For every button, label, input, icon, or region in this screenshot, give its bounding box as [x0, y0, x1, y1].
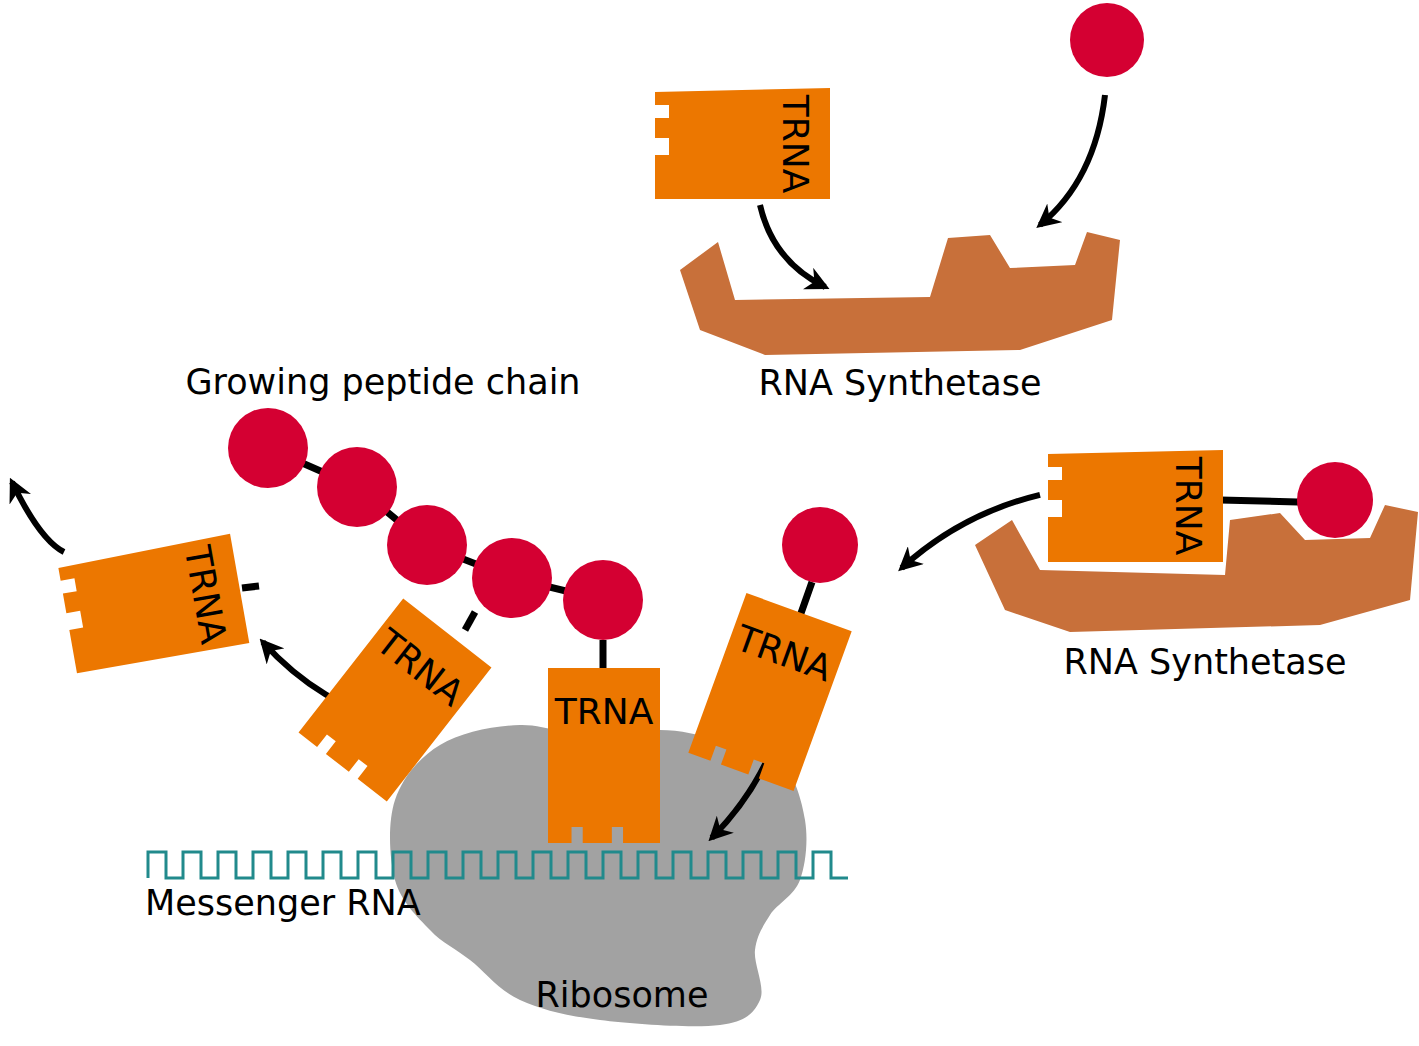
flow-arrow	[760, 205, 825, 287]
trna-shape-fill	[655, 88, 830, 199]
ribosome-blob-fill	[390, 725, 806, 1026]
trna-shape-outline	[688, 593, 851, 791]
amino-acid	[317, 447, 397, 527]
amino-acid	[387, 505, 467, 585]
trna-label: TRNA	[555, 691, 654, 732]
part-label: Messenger RNA	[145, 883, 421, 923]
amino-link	[242, 586, 259, 588]
flow-arrow	[12, 482, 64, 552]
trna-shape: TRNA	[1048, 450, 1223, 562]
node-label: RNA Synthetase	[1063, 642, 1346, 682]
mrna-strand	[148, 852, 848, 878]
trna-shape: TRNA	[548, 668, 660, 843]
trna-shape: TRNA	[688, 593, 851, 791]
amino-acid	[1297, 462, 1373, 538]
synthetase-shape-fill	[680, 232, 1120, 355]
amino-link	[800, 582, 812, 616]
trna-shape-fill	[548, 668, 660, 843]
amino-link	[600, 640, 607, 670]
amino-link	[1220, 500, 1298, 502]
node-label: Ribosome	[536, 975, 709, 1015]
amino-link	[465, 612, 475, 630]
amino-acid	[472, 538, 552, 618]
trna-label: TRNA	[774, 94, 815, 193]
peptide-bond	[268, 448, 603, 600]
synthetase-shape: RNA Synthetase	[680, 230, 1120, 408]
flow-arrow	[1040, 95, 1105, 225]
amino-acid	[782, 507, 858, 583]
trna-label: TRNA	[1167, 457, 1208, 556]
part-label: Growing peptide chain	[185, 362, 580, 402]
trna-shape: TRNA	[57, 533, 249, 673]
amino-acid	[228, 408, 308, 488]
amino-acid	[1070, 3, 1144, 77]
amino-acid	[563, 560, 643, 640]
trna-shape: TRNA	[655, 88, 830, 199]
node-label: RNA Synthetase	[758, 363, 1041, 403]
synthetase-shape-fill	[975, 505, 1418, 632]
trna-shape-fill	[1048, 450, 1223, 562]
trna-shape-fill	[57, 533, 249, 673]
